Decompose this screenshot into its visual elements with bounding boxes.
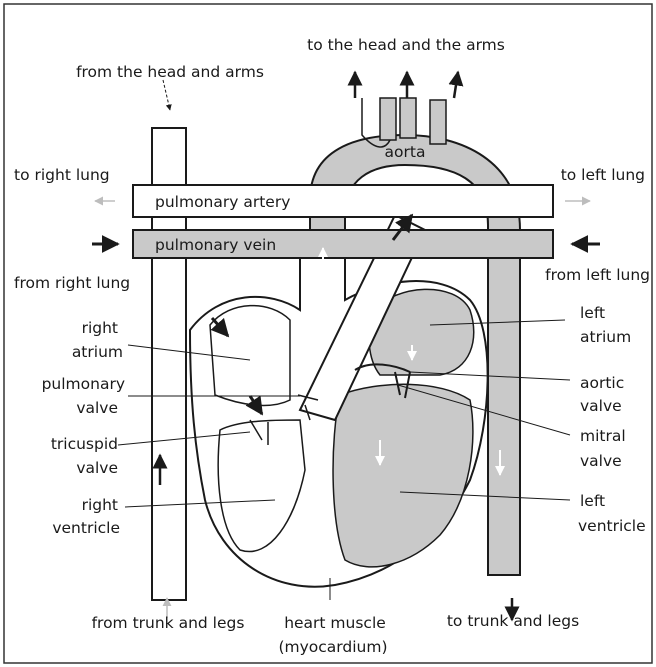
label-pulmonary-vein: pulmonary vein [155, 236, 276, 254]
label-mitral-valve: valve [580, 452, 622, 470]
label-to-head-arms: to the head and the arms [307, 36, 505, 54]
label-aorta: aorta [385, 143, 426, 161]
label-left-ventricle: left [580, 492, 605, 510]
label-mitral-valve: mitral [580, 427, 626, 445]
label-tricuspid-valve: valve [76, 459, 118, 477]
aorta-up-arrow [454, 72, 458, 98]
label-left-ventricle: ventricle [578, 517, 646, 535]
label-to-left-lung: to left lung [561, 166, 645, 184]
label-from-head-arms: from the head and arms [76, 63, 264, 81]
label-left-atrium: atrium [580, 328, 631, 346]
label-heart-muscle: (myocardium) [278, 638, 387, 656]
from-head-arrow [163, 80, 170, 110]
label-pulmonary-valve: pulmonary [42, 375, 125, 393]
label-to-trunk-legs: to trunk and legs [447, 612, 579, 630]
label-right-ventricle: ventricle [52, 519, 120, 537]
left-ventricle-chamber [333, 384, 473, 567]
label-aortic-valve: aortic [580, 374, 624, 392]
label-aortic-valve: valve [580, 397, 622, 415]
label-from-left-lung: from left lung [545, 266, 650, 284]
label-tricuspid-valve: tricuspid [51, 435, 118, 453]
right-atrium-chamber [210, 306, 290, 406]
label-right-atrium: right [82, 319, 118, 337]
aorta-branch [380, 98, 396, 140]
label-from-right-lung: from right lung [14, 274, 130, 292]
label-heart-muscle: heart muscle [284, 614, 386, 632]
label-to-right-lung: to right lung [14, 166, 110, 184]
label-right-atrium: atrium [72, 343, 123, 361]
aorta-branch [430, 100, 446, 144]
label-pulmonary-valve: valve [76, 399, 118, 417]
label-right-ventricle: right [82, 496, 118, 514]
label-left-atrium: left [580, 304, 605, 322]
aorta-branch [400, 98, 416, 138]
label-pulmonary-artery: pulmonary artery [155, 193, 290, 211]
label-from-trunk-legs: from trunk and legs [92, 614, 245, 632]
